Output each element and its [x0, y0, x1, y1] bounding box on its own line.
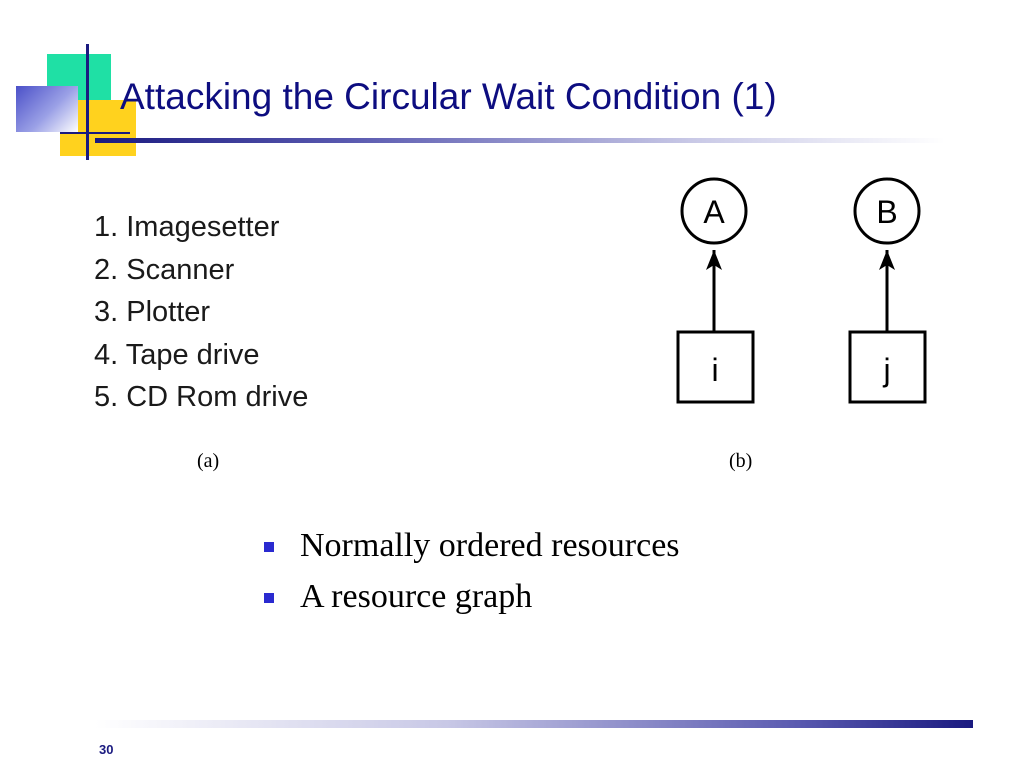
resource-list-item: 2. Scanner [94, 253, 235, 286]
process-label-a: A [703, 194, 725, 230]
bullet-list: Normally ordered resources A resource gr… [262, 524, 680, 626]
resource-label-j: j [882, 352, 890, 388]
graph-node-a: A [680, 177, 748, 245]
title-divider [95, 138, 945, 143]
resource-list-item: 3. Plotter [94, 296, 211, 328]
resource-list-item: 4. Tape drive [94, 338, 260, 371]
arrowhead-b [879, 250, 895, 270]
graph-node-j: j [848, 330, 927, 404]
ordered-resource-list: 1. Imagesetter 2. Scanner 3. Plotter 4. … [94, 206, 308, 419]
footer-divider [95, 720, 973, 728]
resource-graph: A i B j [676, 177, 927, 404]
resource-list-item: 1. Imagesetter [94, 211, 280, 243]
slide-logo-decoration [0, 0, 160, 170]
bullet-square-icon [264, 593, 274, 603]
bullet-square-icon [264, 542, 274, 552]
slide-title: Attacking the Circular Wait Condition (1… [120, 76, 777, 117]
resource-box-i [676, 330, 755, 404]
process-circle-a [680, 177, 748, 245]
bullet-item: Normally ordered resources [262, 524, 680, 575]
bullet-item: A resource graph [262, 575, 680, 626]
page-number: 30 [99, 742, 114, 757]
resource-list-item: 5. CD Rom drive [94, 381, 309, 413]
bullet-text: Normally ordered resources [300, 527, 680, 564]
bullet-text: A resource graph [300, 578, 533, 615]
logo-horizontal-line [60, 132, 130, 134]
arrowhead-a [706, 250, 722, 270]
resource-label-i: i [711, 352, 718, 388]
caption-a: (a) [197, 450, 220, 472]
process-circle-b [853, 177, 921, 245]
logo-blue-square [16, 86, 78, 132]
caption-b: (b) [729, 450, 753, 472]
logo-vertical-line [86, 44, 89, 160]
process-label-b: B [876, 194, 897, 230]
graph-node-b: B [853, 177, 921, 245]
graph-node-i: i [676, 330, 755, 404]
resource-box-j [848, 330, 927, 404]
